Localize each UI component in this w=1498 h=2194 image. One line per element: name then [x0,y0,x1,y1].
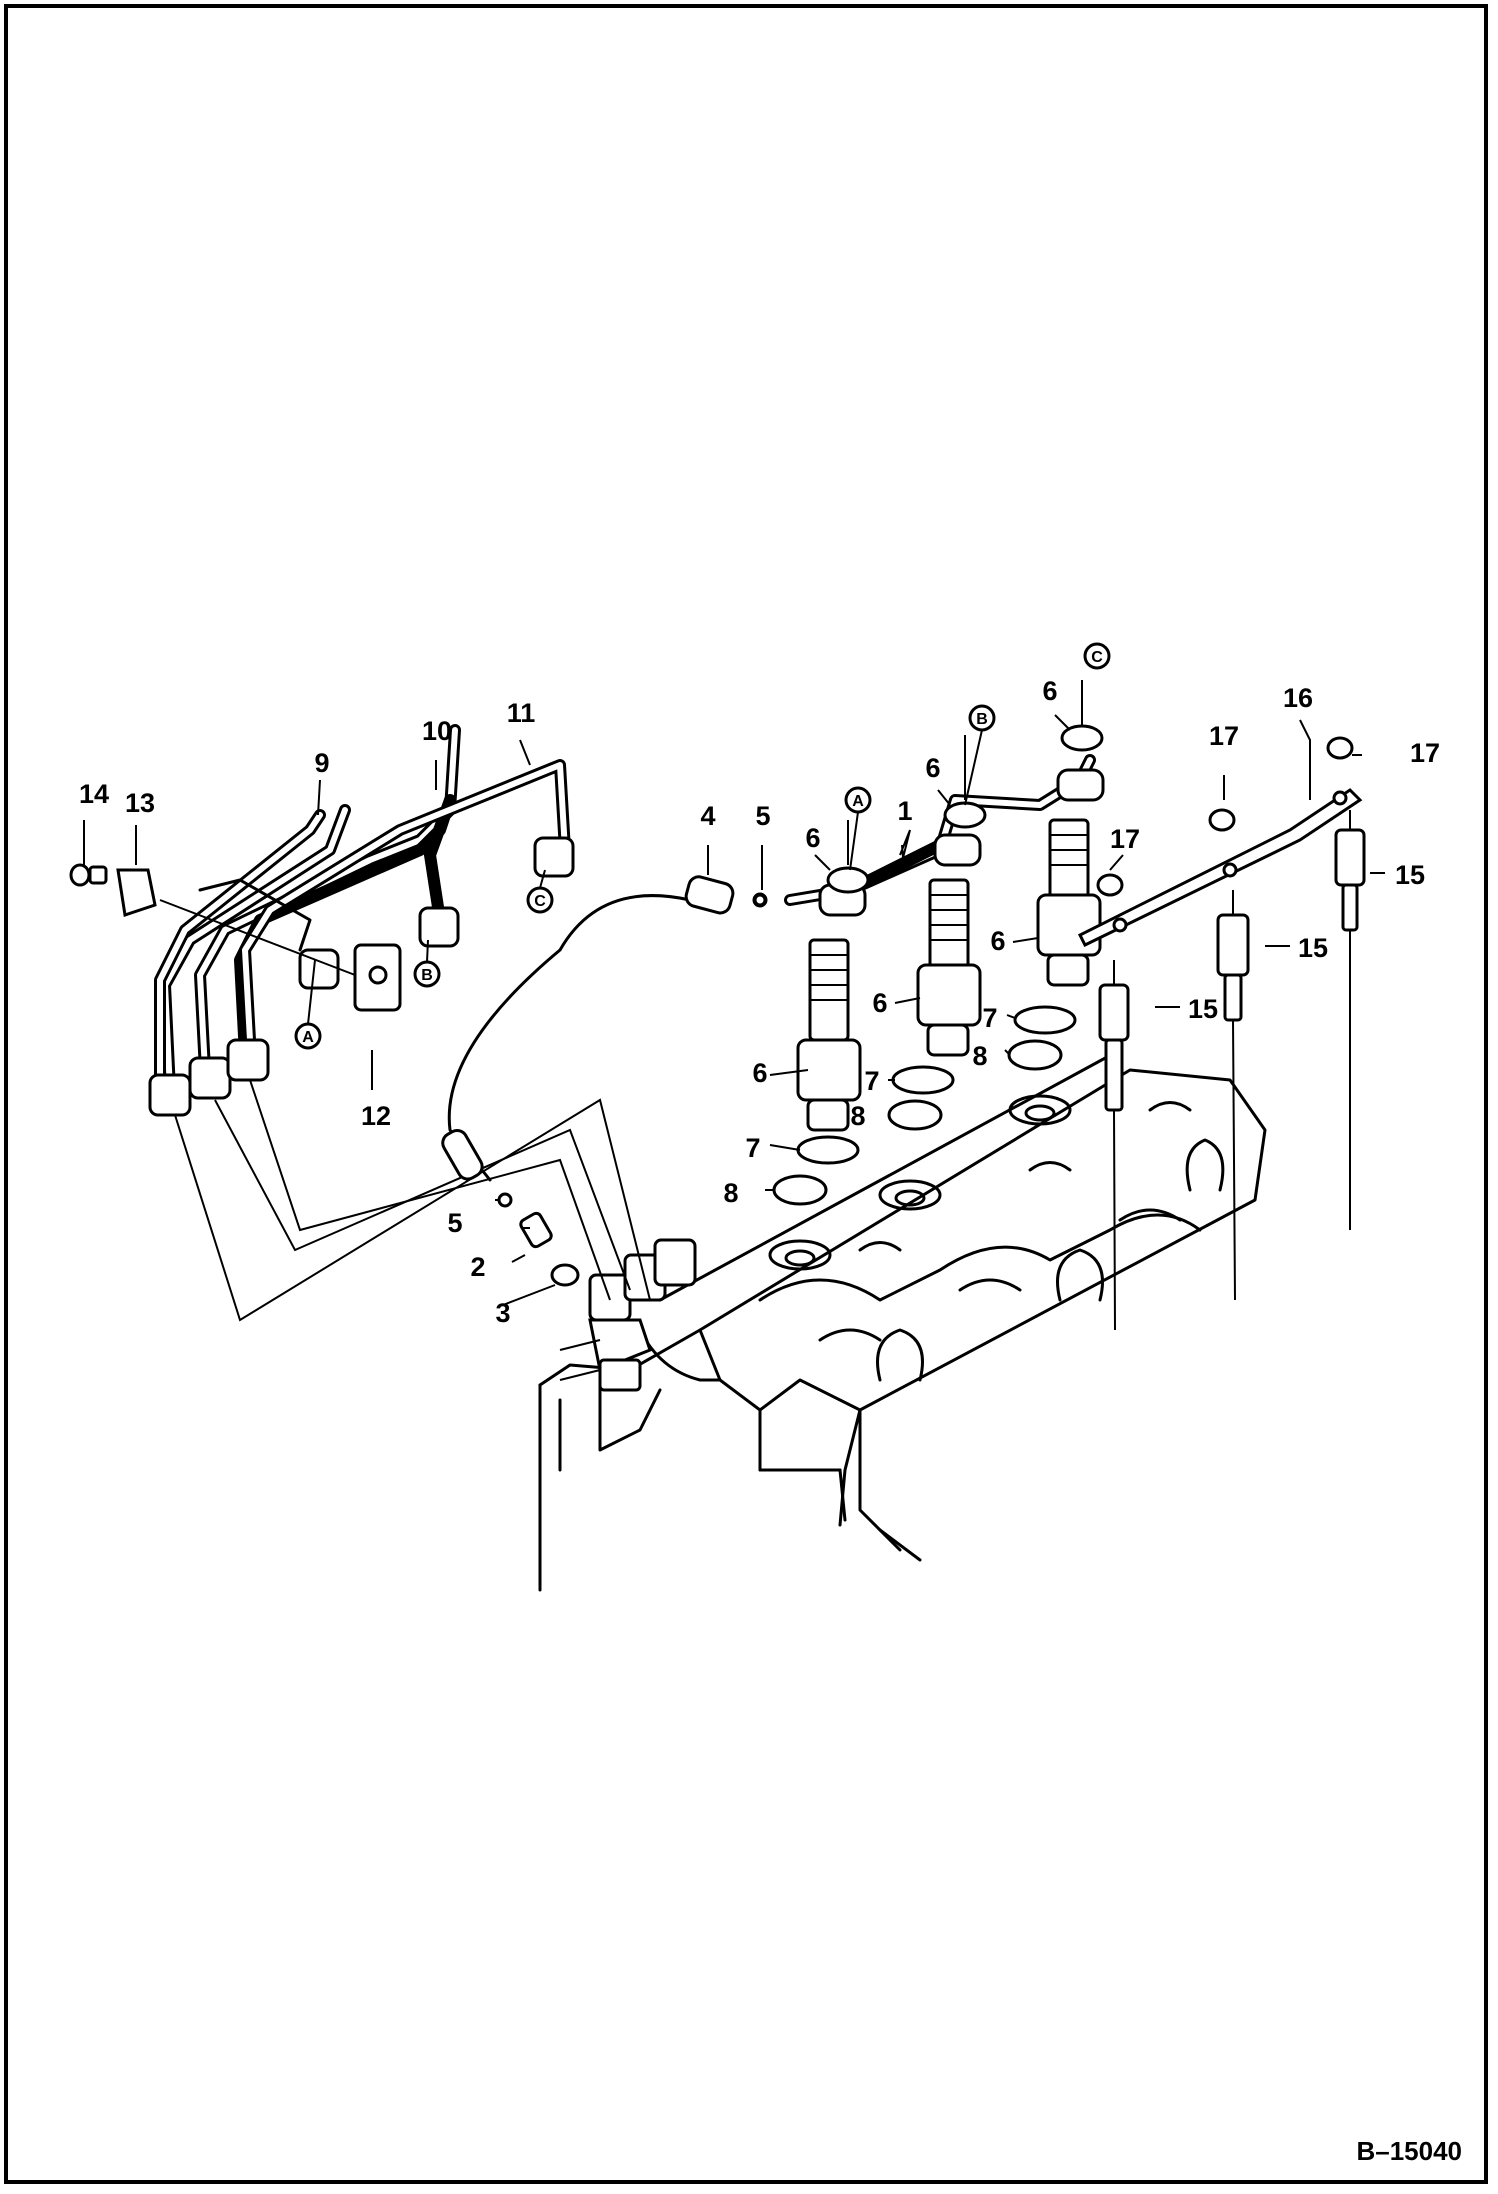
callout-17-a: 17 [1110,824,1140,854]
callout-6-b: 6 [925,753,940,783]
figure-id: B–15040 [1356,2136,1462,2166]
return-line [441,754,1105,1182]
callout-8-c: 8 [972,1041,987,1071]
callout-labels: 1 2 3 4 5 5 6 6 6 6 6 6 7 7 7 8 8 8 9 10… [79,676,1440,1328]
engine-cylinder-head [538,1048,1267,1592]
callout-13: 13 [125,788,155,818]
marker-a-nozzle-letter: A [852,793,864,810]
diagram-border [4,4,1488,2184]
callout-7-b: 7 [864,1066,879,1096]
callout-15-c: 15 [1395,860,1425,890]
callout-6-d: 6 [752,1058,767,1088]
callout-2: 2 [470,1252,485,1282]
callout-14: 14 [79,779,109,809]
callout-15-b: 15 [1298,933,1328,963]
callout-11: 11 [507,698,536,728]
marker-c-nozzle [1083,642,1111,670]
injection-pump [559,1238,697,1392]
injection-nozzles [772,680,1104,1206]
marker-c-nozzle-letter: C [1091,649,1103,666]
callout-7-c: 7 [982,1003,997,1033]
callout-6-e: 6 [872,988,887,1018]
marker-b-nozzle-letter: B [976,711,988,728]
callout-6-f: 6 [990,926,1005,956]
callout-15-a: 15 [1188,994,1218,1024]
callout-7-a: 7 [745,1133,760,1163]
marker-b-pipe-letter: B [421,967,433,984]
marker-a-pipe-letter: A [302,1029,314,1046]
callout-12: 12 [361,1101,391,1131]
callout-4: 4 [700,801,715,831]
callout-1: 1 [897,796,912,826]
callout-17-c: 17 [1410,738,1440,768]
callout-3: 3 [495,1298,510,1328]
callout-17-b: 17 [1209,721,1239,751]
callout-10: 10 [422,716,452,746]
callout-8-b: 8 [850,1101,865,1131]
callout-6-c: 6 [1042,676,1057,706]
callout-8-a: 8 [723,1178,738,1208]
callout-9: 9 [314,748,329,778]
glow-plugs [1077,736,1366,1331]
callout-5-bottom: 5 [447,1208,462,1238]
connection-markers: A B C A B C [294,642,1111,1050]
fuel-pipes [148,724,651,1322]
callout-5-top: 5 [755,801,770,831]
callout-leaders [83,714,1385,1306]
callout-6-a: 6 [805,823,820,853]
callout-16: 16 [1283,683,1313,713]
marker-c-pipe-letter: C [534,893,546,910]
